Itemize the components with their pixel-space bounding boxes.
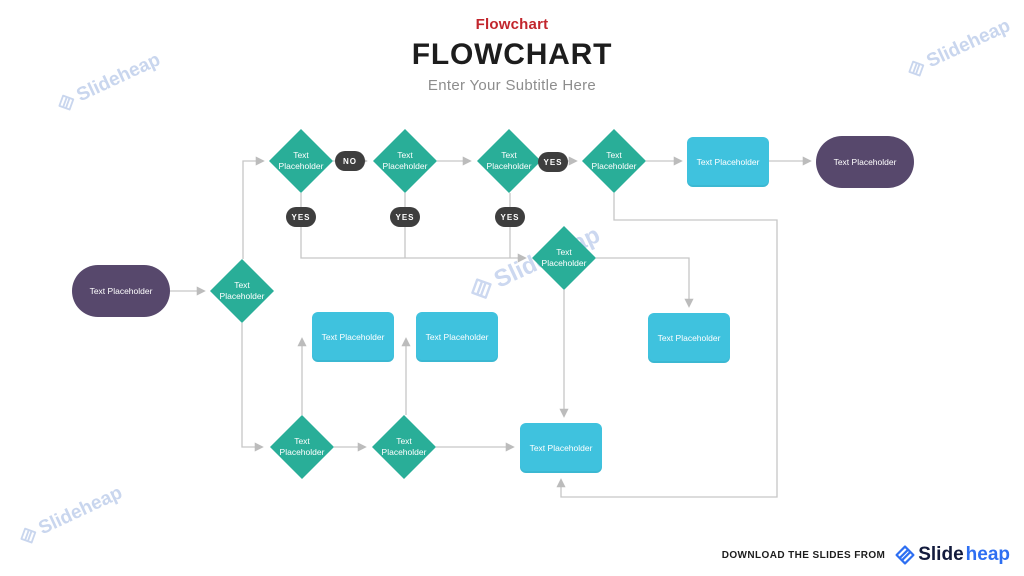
node-label: Text Placeholder	[279, 436, 325, 457]
watermark-bottom-left: Slideheap	[15, 482, 126, 550]
node-label: Text Placeholder	[486, 150, 532, 171]
subtitle-placeholder[interactable]: Enter Your Subtitle Here	[427, 77, 597, 94]
badge-yes-top[interactable]: YES	[538, 152, 568, 172]
node-label: Text Placeholder	[89, 285, 153, 296]
process-bottom[interactable]: Text Placeholder	[520, 423, 602, 473]
badge-yes-2[interactable]: YES	[390, 207, 420, 227]
watermark-top-left: Slideheap	[53, 49, 164, 117]
node-label: Text Placeholder	[278, 150, 324, 171]
watermark-middle: Slideheap	[464, 221, 605, 307]
process-mid-3[interactable]: Text Placeholder	[648, 313, 730, 363]
connector-decision-middle-to-process3	[596, 257, 694, 308]
badge-no-top[interactable]: NO	[335, 151, 365, 171]
process-mid-1[interactable]: Text Placeholder	[312, 312, 394, 362]
connector-top4-feedback-to-process-bottom	[556, 193, 778, 498]
watermark-top-right: Slideheap	[903, 15, 1014, 83]
node-label: Text Placeholder	[381, 436, 427, 457]
node-label: Text Placeholder	[529, 442, 593, 453]
node-label: Text Placeholder	[833, 156, 897, 167]
brand-slide-text: Slide	[918, 544, 964, 565]
page-title[interactable]: FLOWCHART	[411, 38, 613, 71]
connector-decision-main-to-bottom1	[241, 323, 264, 452]
slideheap-logo-icon	[471, 278, 492, 299]
slideheap-logo-icon	[895, 545, 915, 565]
slideheap-logo-icon	[20, 527, 37, 544]
brand-heap-text: heap	[965, 544, 1010, 565]
eyebrow-text[interactable]: Flowchart	[475, 16, 549, 33]
badge-yes-3[interactable]: YES	[495, 207, 525, 227]
node-label: Text Placeholder	[541, 247, 587, 268]
process-mid-2[interactable]: Text Placeholder	[416, 312, 498, 362]
node-label: Text Placeholder	[696, 156, 760, 167]
slide-header: Flowchart FLOWCHART Enter Your Subtitle …	[0, 16, 1024, 94]
start-terminal[interactable]: Text Placeholder	[72, 265, 170, 317]
node-label: Text Placeholder	[321, 331, 385, 342]
node-label: Text Placeholder	[219, 280, 265, 301]
badge-yes-1[interactable]: YES	[286, 207, 316, 227]
node-label: Text Placeholder	[382, 150, 428, 171]
node-label: Text Placeholder	[425, 331, 489, 342]
node-label: Text Placeholder	[591, 150, 637, 171]
end-terminal[interactable]: Text Placeholder	[816, 136, 914, 188]
slideheap-logo-icon	[58, 94, 75, 111]
process-top-right[interactable]: Text Placeholder	[687, 137, 769, 187]
node-label: Text Placeholder	[657, 332, 721, 343]
download-text: DOWNLOAD THE SLIDES FROM	[721, 549, 886, 561]
slideheap-logo-icon	[908, 60, 925, 77]
connector-decision-main-to-top1	[242, 156, 265, 259]
